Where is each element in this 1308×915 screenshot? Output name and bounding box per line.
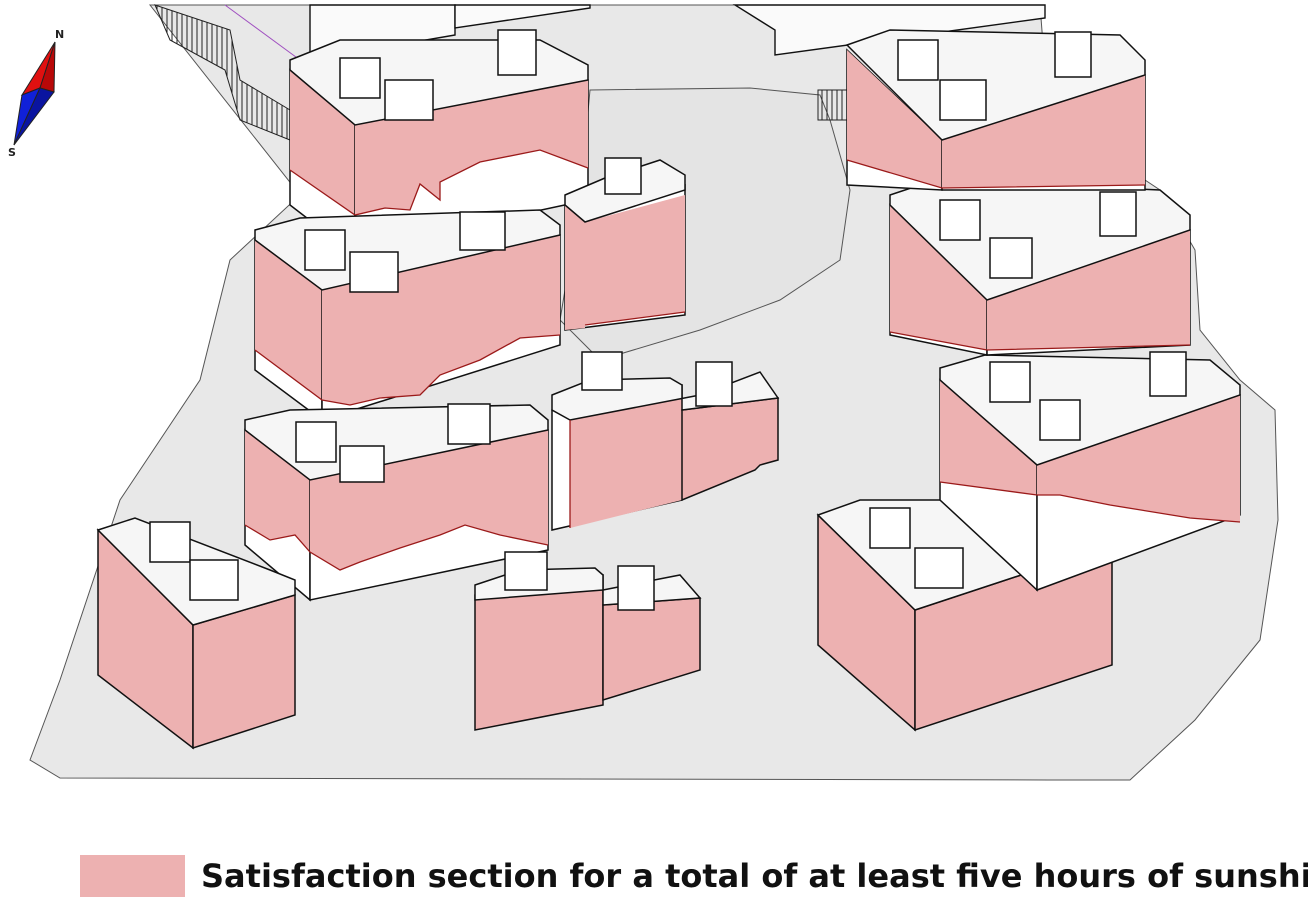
building-d-wall-front-sun: [570, 390, 682, 528]
building-b-wall-left-sun: [565, 205, 585, 330]
legend-label: Satisfaction section for a total of at l…: [201, 857, 1308, 895]
building-d: [551, 351, 780, 531]
building-k-wall-front-sun: [942, 75, 1145, 188]
building-top-mid: [454, 4, 591, 29]
building-i: [939, 351, 1241, 592]
legend-swatch: [80, 855, 185, 897]
legend: Satisfaction section for a total of at l…: [80, 852, 1308, 900]
building-i-wall-left-sun: [940, 380, 1037, 495]
building-e: [244, 403, 549, 602]
building-b-wall-front-sun: [585, 195, 685, 325]
building-a: [289, 29, 589, 257]
building-c: [254, 209, 561, 422]
building-j: [889, 179, 1191, 356]
building-g: [474, 551, 702, 731]
compass-south-label: S: [8, 146, 16, 159]
compass: N S: [8, 28, 64, 159]
building-e-wall-left-sun: [245, 430, 310, 552]
building-j-wall-front-sun: [987, 230, 1190, 350]
building-b: [564, 157, 686, 331]
building-k: [845, 29, 1146, 191]
compass-north-label: N: [55, 28, 64, 41]
building-j-wall-left-sun: [890, 205, 987, 350]
building-a-wall-left-sun: [290, 70, 355, 215]
hatched-ramp-mid: [817, 89, 849, 121]
building-i-wall-front-sun: [1037, 395, 1240, 522]
building-c-wall-left-sun: [255, 240, 322, 400]
building-e-wall-front-sun: [310, 430, 548, 570]
building-f: [96, 517, 296, 750]
building-k-wall-left-sun: [847, 50, 942, 188]
